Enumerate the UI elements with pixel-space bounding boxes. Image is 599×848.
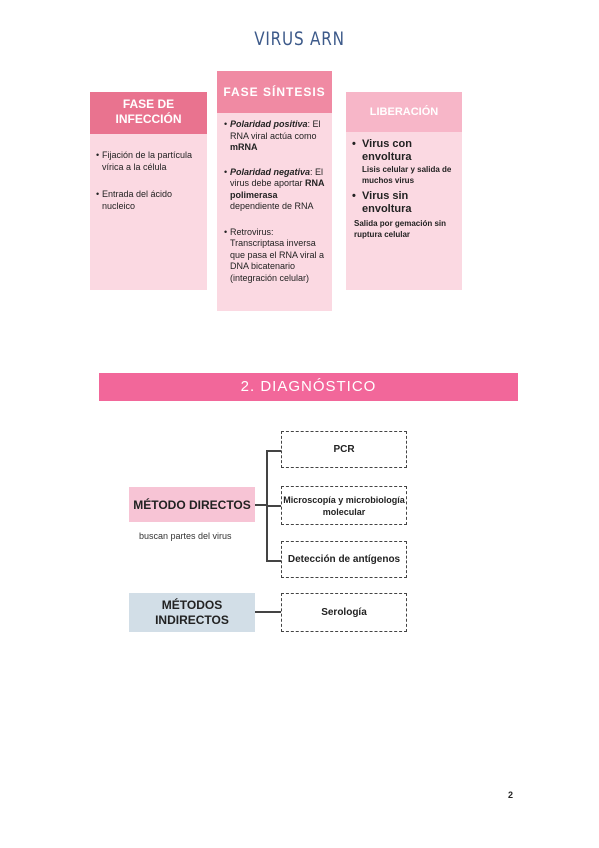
connector-antigenos — [266, 560, 281, 562]
phase-infeccion-label: FASE DE INFECCIÓN — [115, 97, 182, 126]
negativa-text: : El virus debe aportar — [230, 166, 324, 189]
liberacion-sin-envoltura-desc: Salida por gemación sin ruptura celular — [354, 219, 447, 239]
section-heading: 2. DIAGNÓSTICO — [99, 373, 518, 401]
negativa-bold: RNA polimerasa — [230, 178, 325, 200]
column-sintesis: FASE SÍNTESIS Polaridad positiva: El RNA… — [217, 71, 332, 311]
phase-sintesis-label: FASE SÍNTESIS — [223, 85, 326, 99]
liberacion-con-envoltura: Virus con envoltura — [352, 138, 458, 164]
diagnostico-pcr: PCR — [281, 431, 407, 468]
positiva-term: Polaridad positiva — [230, 119, 308, 129]
infeccion-item: Entrada del ácido nucleico — [96, 189, 201, 212]
metodo-directos-label: MÉTODO DIRECTOS — [133, 497, 251, 512]
diagnostico-antigenos: Detección de antígenos — [281, 541, 407, 578]
sintesis-item-positiva: Polaridad positiva: El RNA viral actúa c… — [224, 119, 326, 154]
pcr-label: PCR — [333, 444, 355, 455]
liberacion-con-envoltura-desc: Lisis celular y salida de muchos virus — [362, 165, 452, 185]
negativa-term: Polaridad negativa — [230, 166, 311, 177]
metodo-directos-note: buscan partes del virus — [139, 531, 232, 541]
connector-microscopia — [266, 505, 281, 507]
microscopia-label: Microscopía y microbiología molecular — [283, 494, 405, 517]
positiva-bold: mRNA — [230, 142, 258, 152]
diagnostico-microscopia: Microscopía y microbiología molecular — [281, 486, 407, 525]
serologia-label: Serología — [321, 607, 367, 618]
page-number: 2 — [508, 790, 514, 800]
infeccion-item: Fijación de la partícula vírica a la cél… — [96, 150, 201, 173]
antigenos-label: Detección de antígenos — [287, 554, 401, 565]
negativa-end: dependiente de RNA — [230, 201, 314, 211]
liberacion-sin-envoltura: Virus sin envoltura — [352, 190, 458, 216]
phase-sintesis-header: FASE SÍNTESIS — [217, 71, 332, 113]
sintesis-item-retrovirus: Retrovirus: Transcriptasa inversa que pa… — [224, 227, 326, 285]
column-liberacion: LIBERACIÓN Virus con envoltura Lisis cel… — [346, 92, 462, 290]
connector-pcr — [266, 450, 281, 452]
column-infeccion: FASE DE INFECCIÓN Fijación de la partícu… — [90, 92, 207, 290]
metodo-directos: MÉTODO DIRECTOS — [129, 487, 255, 522]
phase-infeccion-header: FASE DE INFECCIÓN — [90, 92, 207, 134]
metodos-indirectos-label: MÉTODOS INDIRECTOS — [155, 597, 229, 627]
phase-liberacion-header: LIBERACIÓN — [346, 92, 462, 132]
diagnostico-serologia: Serología — [281, 593, 407, 632]
connector-h-directos — [255, 504, 267, 506]
phase-liberacion-label: LIBERACIÓN — [369, 106, 439, 118]
sintesis-item-negativa: Polaridad negativa: El virus debe aporta… — [224, 167, 326, 213]
page-title: VIRUS ARN — [254, 28, 345, 50]
positiva-text: : El RNA viral actúa como — [230, 119, 321, 141]
connector-indirectos — [255, 611, 281, 613]
metodos-indirectos: MÉTODOS INDIRECTOS — [129, 593, 255, 632]
